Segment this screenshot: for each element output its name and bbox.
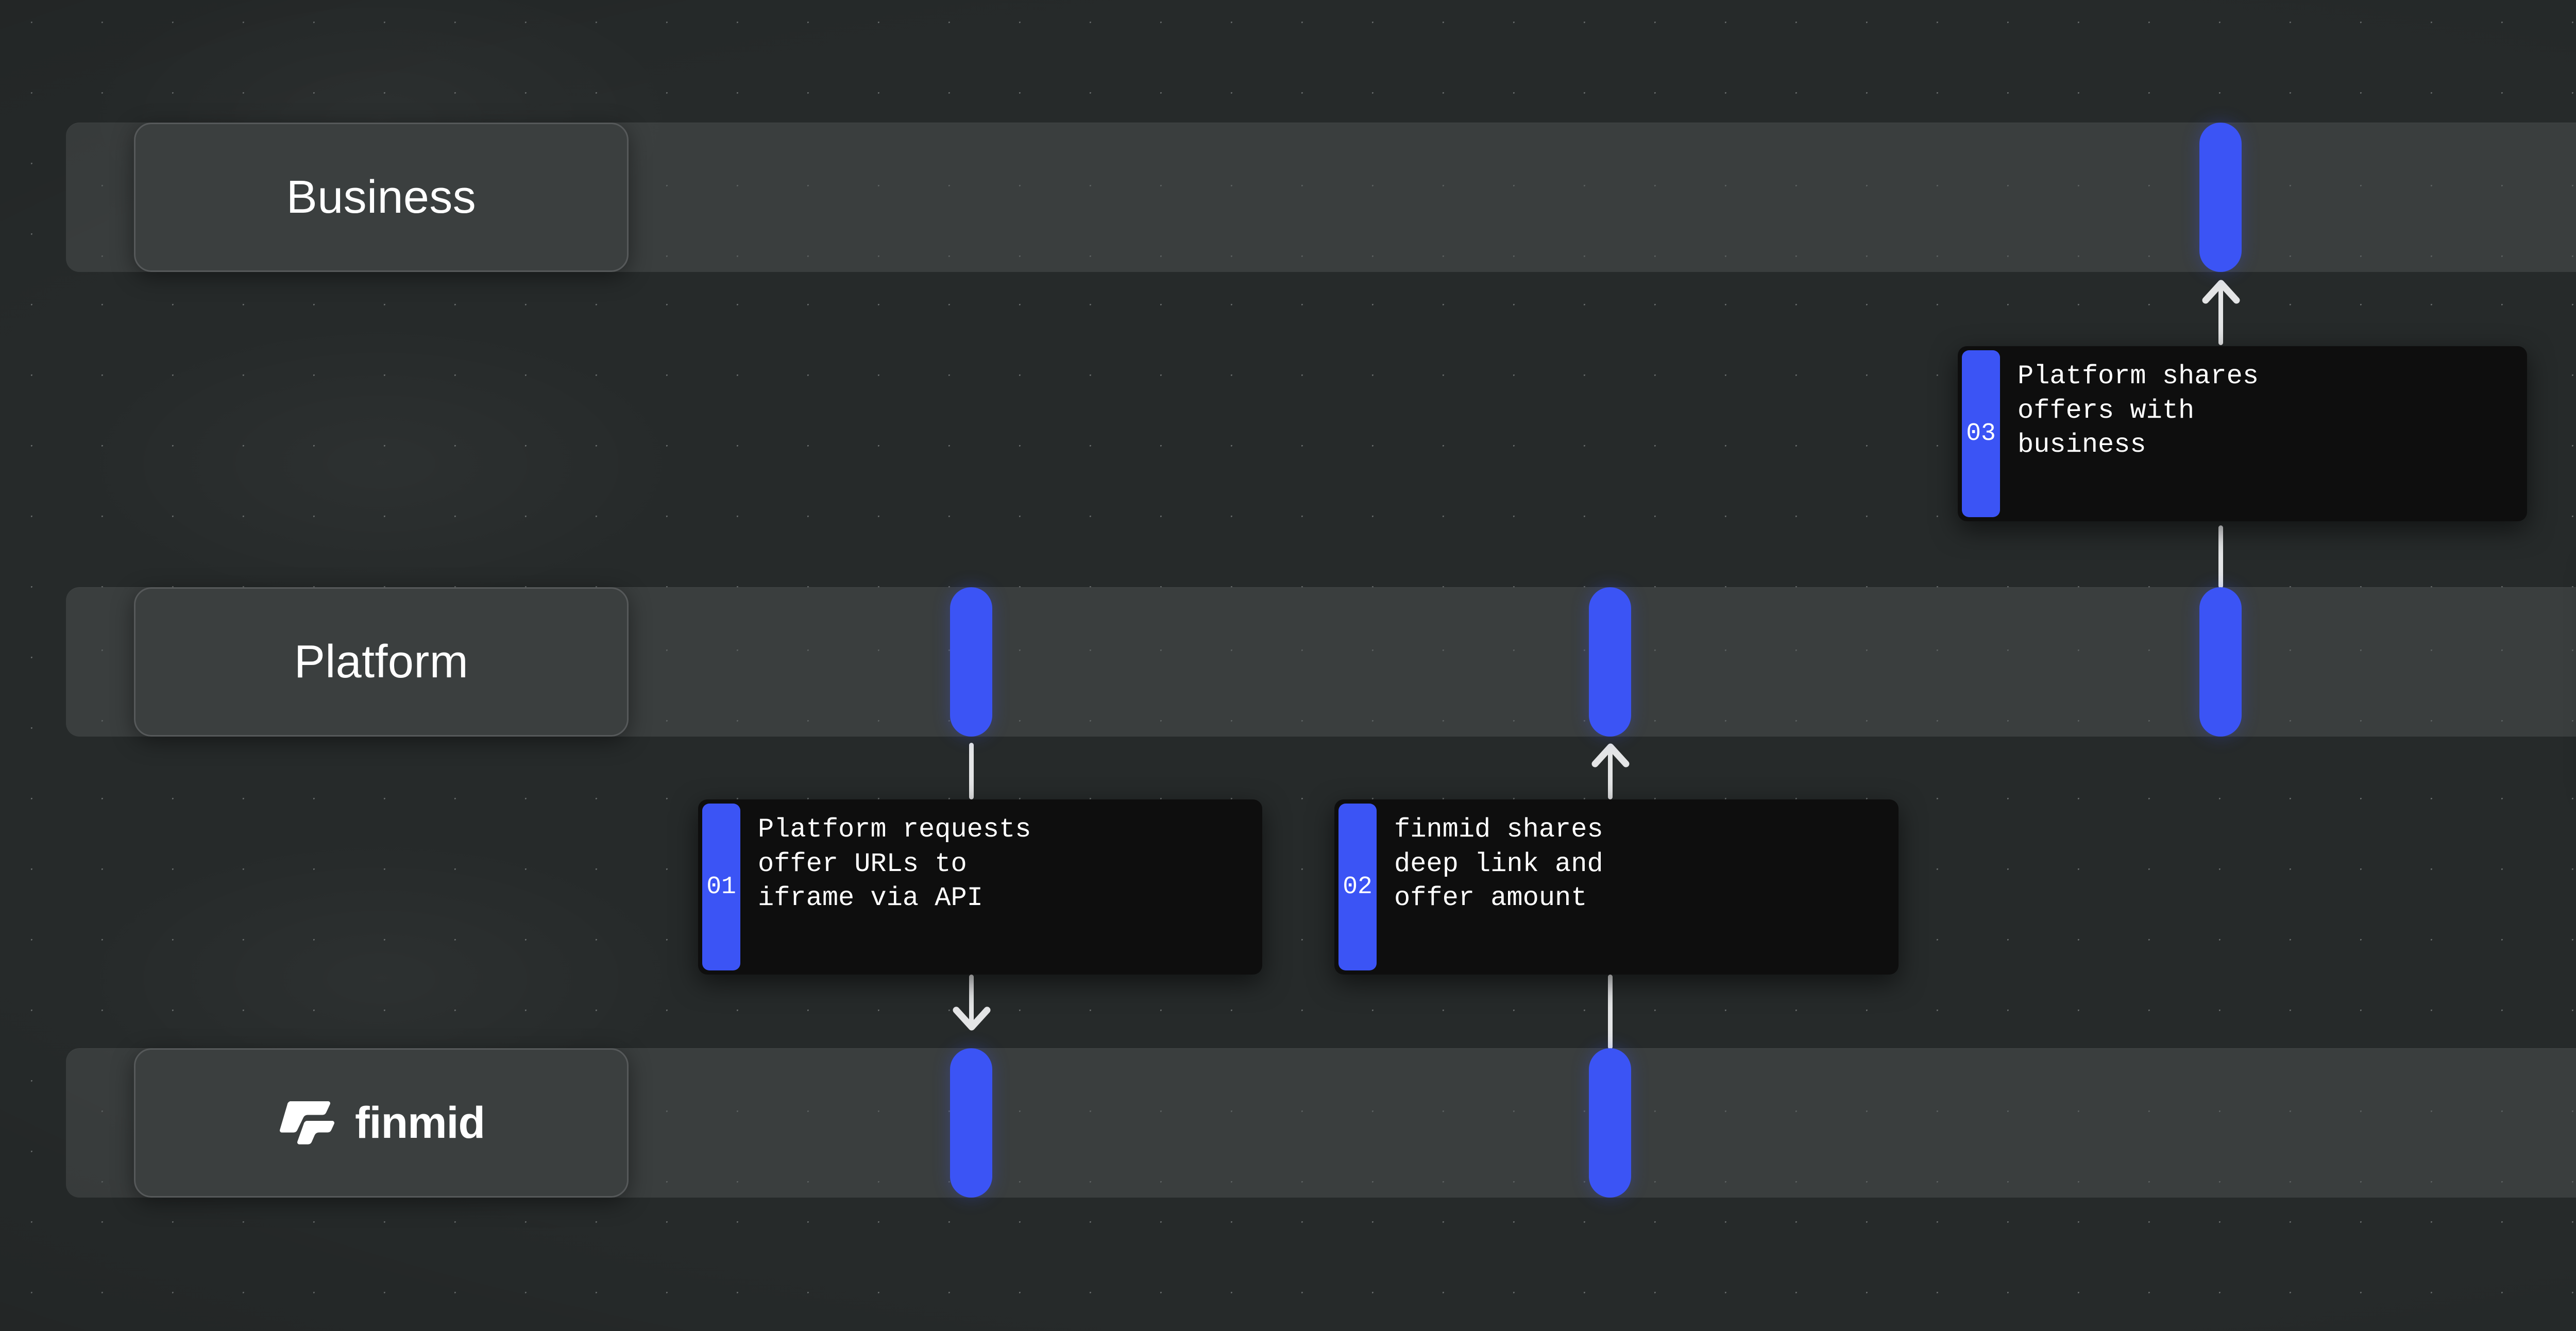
finmid-logo-mark: [280, 1101, 334, 1145]
step-text-02: finmid shares deep link and offer amount: [1394, 814, 1603, 914]
marker-finmid-step02[interactable]: [1589, 1048, 1631, 1198]
step-number-03: 03: [1962, 350, 2000, 517]
arrow-up-icon: [2202, 277, 2240, 304]
lane-label-business-text: Business: [286, 171, 477, 223]
lane-label-business[interactable]: Business: [134, 123, 629, 272]
lane-label-platform-text: Platform: [294, 636, 469, 688]
lane-label-finmid[interactable]: finmid: [134, 1048, 629, 1198]
lane-glow-platform: [72, 319, 690, 608]
step-number-02: 02: [1338, 804, 1377, 970]
marker-business-step03[interactable]: [2199, 123, 2242, 272]
arrow-up-icon: [1591, 741, 1630, 767]
arrow-down-icon: [953, 1006, 991, 1033]
finmid-logo-wordmark: finmid: [355, 1098, 485, 1148]
step-number-01: 01: [702, 804, 740, 970]
marker-platform-step02[interactable]: [1589, 587, 1631, 737]
marker-platform-step03[interactable]: [2199, 587, 2242, 737]
marker-finmid-step01[interactable]: [950, 1048, 992, 1198]
finmid-logo-lockup: finmid: [278, 1097, 485, 1149]
step-card-02[interactable]: 02 finmid shares deep link and offer amo…: [1334, 799, 1899, 975]
marker-platform-step01[interactable]: [950, 587, 992, 737]
step-card-03[interactable]: 03 Platform shares offers with business: [1958, 346, 2527, 521]
lane-label-platform[interactable]: Platform: [134, 587, 629, 737]
step-text-01: Platform requests offer URLs to iframe v…: [758, 814, 1031, 914]
step-card-01[interactable]: 01 Platform requests offer URLs to ifram…: [698, 799, 1262, 975]
step-text-03: Platform shares offers with business: [2018, 361, 2259, 460]
